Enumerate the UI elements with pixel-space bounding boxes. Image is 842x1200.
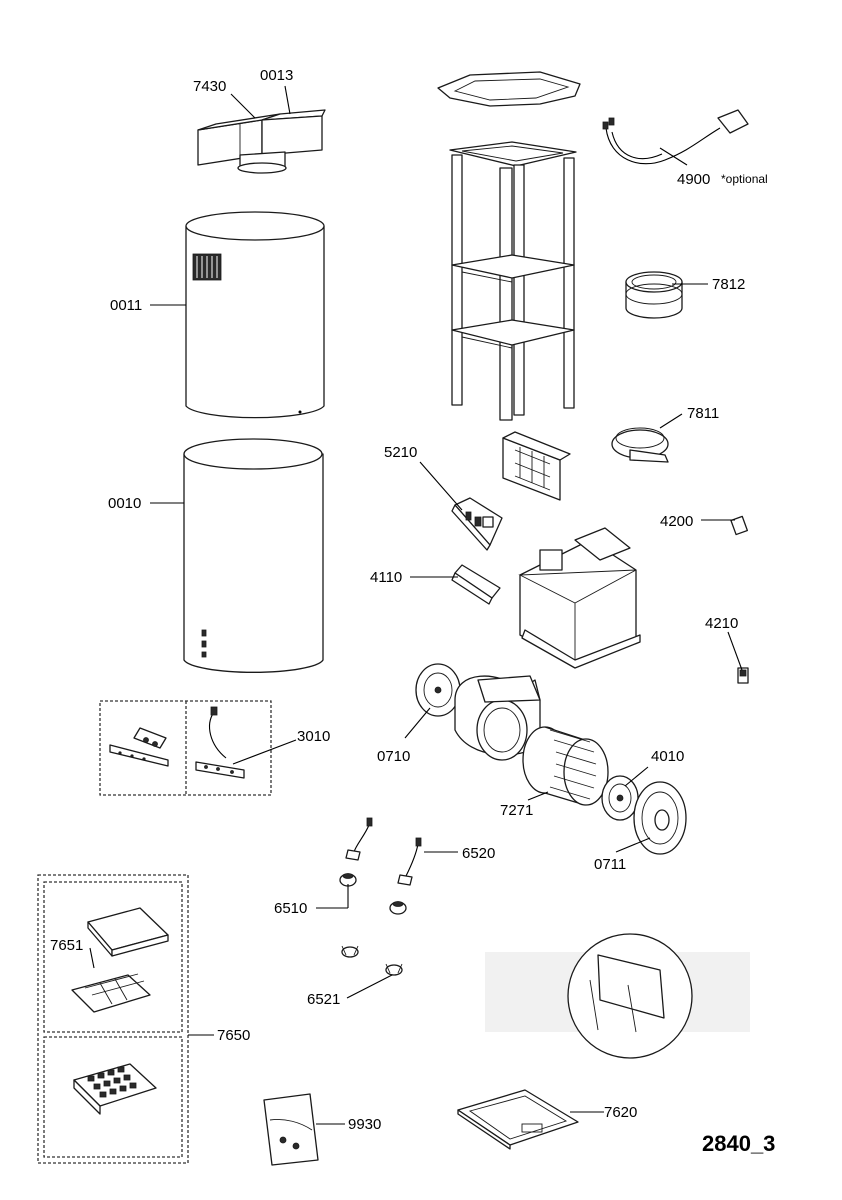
part-lamp-clips [341, 945, 403, 976]
label-0010: 0010 [108, 495, 141, 512]
leader-lines [89, 85, 743, 1125]
label-5210: 5210 [384, 444, 417, 461]
part-motor-housing [518, 527, 641, 669]
label-6520: 6520 [462, 845, 495, 862]
label-4900: 4900 [677, 171, 710, 188]
part-control-board [451, 497, 503, 551]
label-6510: 6510 [274, 900, 307, 917]
part-fan-impeller [522, 726, 609, 806]
label-4900-note: *optional [721, 172, 768, 186]
label-7651: 7651 [50, 937, 83, 954]
part-fan-cover-plate [633, 781, 687, 855]
part-lower-chimney [183, 438, 324, 673]
part-control-panel-set [99, 700, 272, 796]
part-lamp-cables [345, 817, 422, 886]
label-4210: 4210 [705, 615, 738, 632]
part-4210-component [737, 667, 749, 684]
label-7271: 7271 [500, 802, 533, 819]
part-filter-detail [485, 933, 750, 1059]
label-4110: 4110 [370, 569, 402, 586]
part-grease-filter [457, 1089, 579, 1150]
label-0710: 0710 [377, 748, 410, 765]
part-duct-connector [625, 271, 683, 319]
label-7620: 7620 [604, 1104, 637, 1121]
part-top-mounting-plate [437, 71, 581, 107]
part-light-holder [451, 564, 501, 605]
part-duct-adapter [197, 109, 326, 174]
label-3010: 3010 [297, 728, 330, 745]
part-flange-valve [611, 427, 669, 463]
part-upper-chimney [185, 211, 325, 419]
label-4200: 4200 [660, 513, 693, 530]
part-support-frame [449, 141, 577, 421]
label-0711: 0711 [594, 856, 626, 873]
part-lamps [339, 873, 407, 915]
label-7812: 7812 [712, 276, 745, 293]
part-fan-scroll-housing [415, 663, 541, 761]
label-0013: 0013 [260, 67, 293, 84]
label-7430: 7430 [193, 78, 226, 95]
diagram-reference: 2840_3 [702, 1131, 775, 1156]
part-filter-kit [37, 874, 189, 1164]
part-power-cable [602, 109, 749, 165]
label-7811: 7811 [687, 405, 719, 422]
label-9930: 9930 [348, 1116, 381, 1133]
part-motor [601, 775, 639, 821]
label-7650: 7650 [217, 1027, 250, 1044]
part-4200-component [730, 515, 749, 536]
label-0011: 0011 [110, 297, 142, 314]
label-6521: 6521 [307, 991, 340, 1008]
part-filter-bracket [502, 431, 571, 501]
label-4010: 4010 [651, 748, 684, 765]
part-screw-bag [263, 1093, 319, 1166]
